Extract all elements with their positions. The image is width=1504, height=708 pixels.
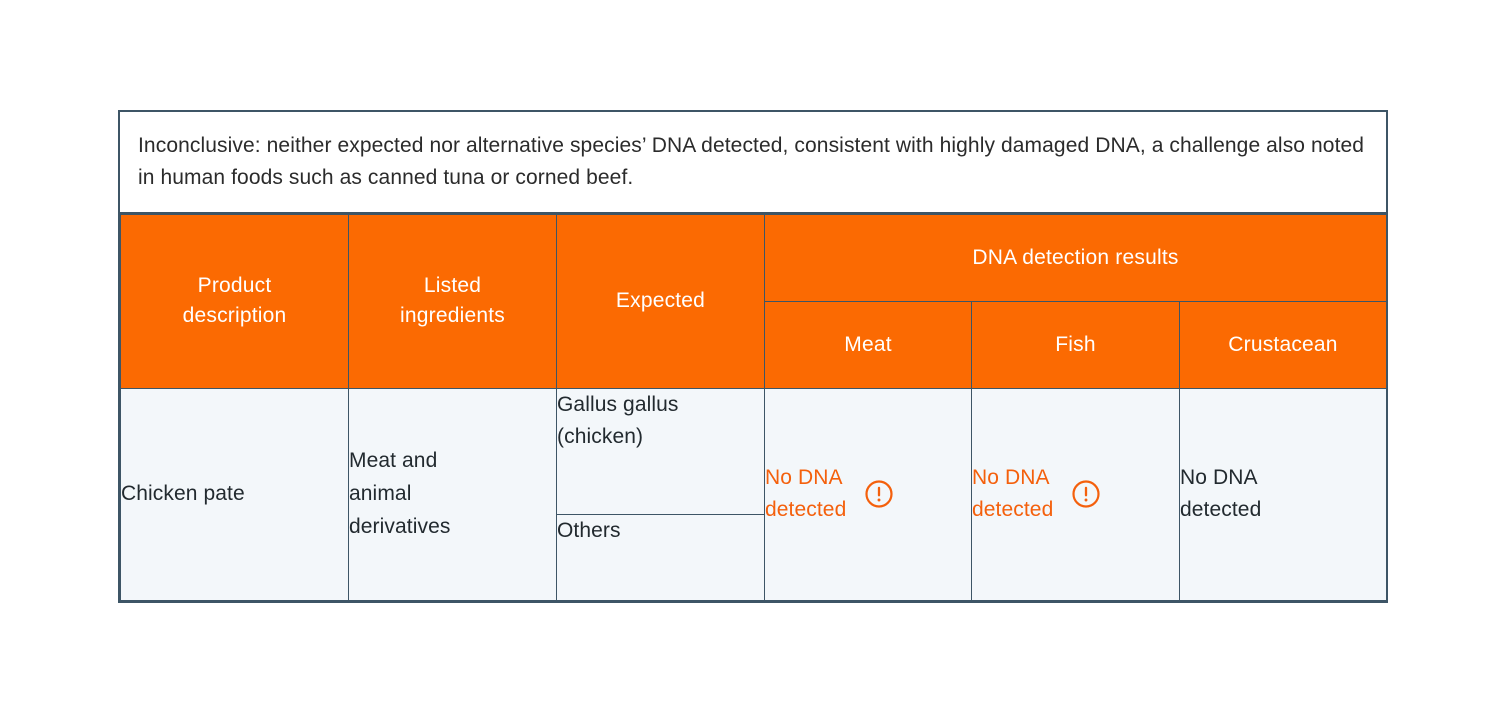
result-meat-text: No DNA detected xyxy=(765,465,847,522)
cell-result-fish: No DNA detected xyxy=(971,387,1180,601)
cell-result-crustacean: No DNA detected xyxy=(1179,387,1387,601)
table-caption-text: Inconclusive: neither expected nor alter… xyxy=(138,134,1365,189)
result-meat-content: No DNA detected xyxy=(765,462,971,527)
dna-results-table-container: Inconclusive: neither expected nor alter… xyxy=(118,110,1388,603)
header-product-description: Product description xyxy=(120,213,349,389)
table-caption-row: Inconclusive: neither expected nor alter… xyxy=(120,112,1386,214)
alert-circle-icon xyxy=(1071,479,1101,509)
table-row: Chicken pate Meat and animal derivatives… xyxy=(120,387,1387,601)
header-expected: Expected xyxy=(556,213,765,389)
alert-circle-icon xyxy=(864,479,894,509)
result-fish-text: No DNA detected xyxy=(972,465,1054,522)
cell-expected-primary: Gallus gallus (chicken) xyxy=(556,387,765,515)
cell-product-description: Chicken pate xyxy=(120,387,349,601)
header-fish: Fish xyxy=(971,300,1180,389)
dna-results-table: Product description Listed ingredients E… xyxy=(120,213,1387,601)
table-header-row-top: Product description Listed ingredients E… xyxy=(120,213,1387,389)
cell-listed-ingredients: Meat and animal derivatives xyxy=(348,387,557,601)
header-listed-ingredients: Listed ingredients xyxy=(348,213,557,389)
header-crustacean: Crustacean xyxy=(1179,300,1387,389)
header-dna-detection-results: DNA detection results xyxy=(764,213,1387,302)
cell-result-meat: No DNA detected xyxy=(764,387,972,601)
result-crustacean-text: No DNA detected xyxy=(1180,465,1262,522)
cell-expected-secondary: Others xyxy=(556,513,765,601)
header-meat: Meat xyxy=(764,300,972,389)
table-row-expected-secondary: Others xyxy=(121,513,1387,601)
table-header-row-sub: Meat Fish Crustacean xyxy=(121,300,1387,389)
result-fish-content: No DNA detected xyxy=(972,462,1179,527)
result-crustacean-content: No DNA detected xyxy=(1180,462,1386,527)
